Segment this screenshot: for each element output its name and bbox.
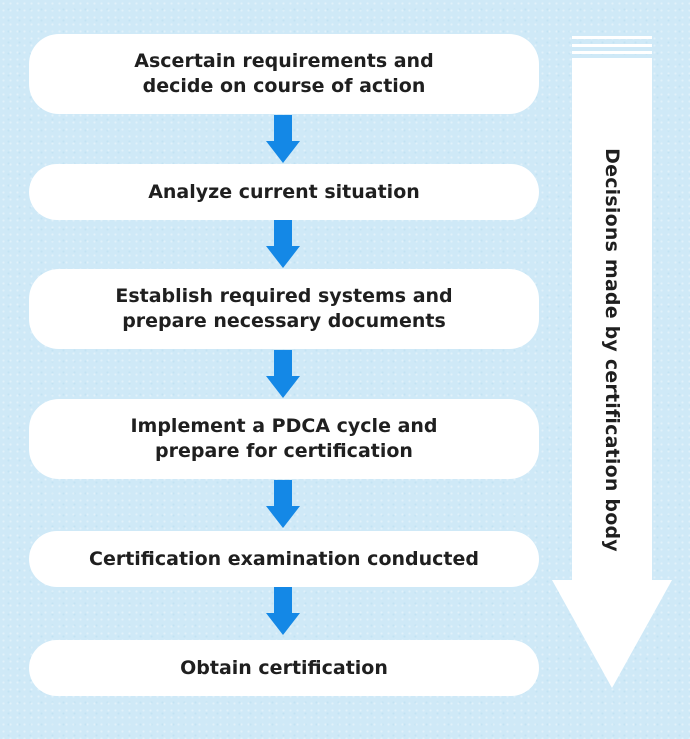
down-arrow-icon — [266, 587, 300, 635]
step-implement-pdca: Implement a PDCA cycle and prepare for c… — [29, 399, 539, 479]
step-ascertain-requirements: Ascertain requirements and decide on cou… — [29, 34, 539, 114]
step-label-line-2: prepare for certification — [155, 440, 413, 462]
step-label-line-1: Certification examination conducted — [89, 547, 479, 570]
large-down-arrow-icon — [552, 36, 672, 688]
down-arrow-icon — [266, 350, 300, 398]
step-establish-systems: Establish required systems and prepare n… — [29, 269, 539, 349]
step-label-line-2: decide on course of action — [142, 75, 426, 97]
step-analyze-situation: Analyze current situation — [29, 164, 539, 220]
down-arrow-icon — [266, 480, 300, 528]
down-arrow-icon — [266, 115, 300, 163]
step-label-line-1: Analyze current situation — [148, 180, 420, 203]
down-arrow-icon — [266, 220, 300, 268]
step-label-line-1: Implement a PDCA cycle and — [130, 415, 438, 437]
step-certification-examination: Certification examination conducted — [29, 531, 539, 587]
step-label-line-1: Ascertain requirements and — [134, 50, 434, 72]
step-obtain-certification: Obtain certification — [29, 640, 539, 696]
step-label-line-1: Establish required systems and — [115, 285, 453, 307]
certification-body-label-text: Decisions made by certification body — [601, 148, 623, 552]
step-label-line-2: prepare necessary documents — [122, 310, 446, 332]
step-label-line-1: Obtain certification — [180, 656, 388, 679]
